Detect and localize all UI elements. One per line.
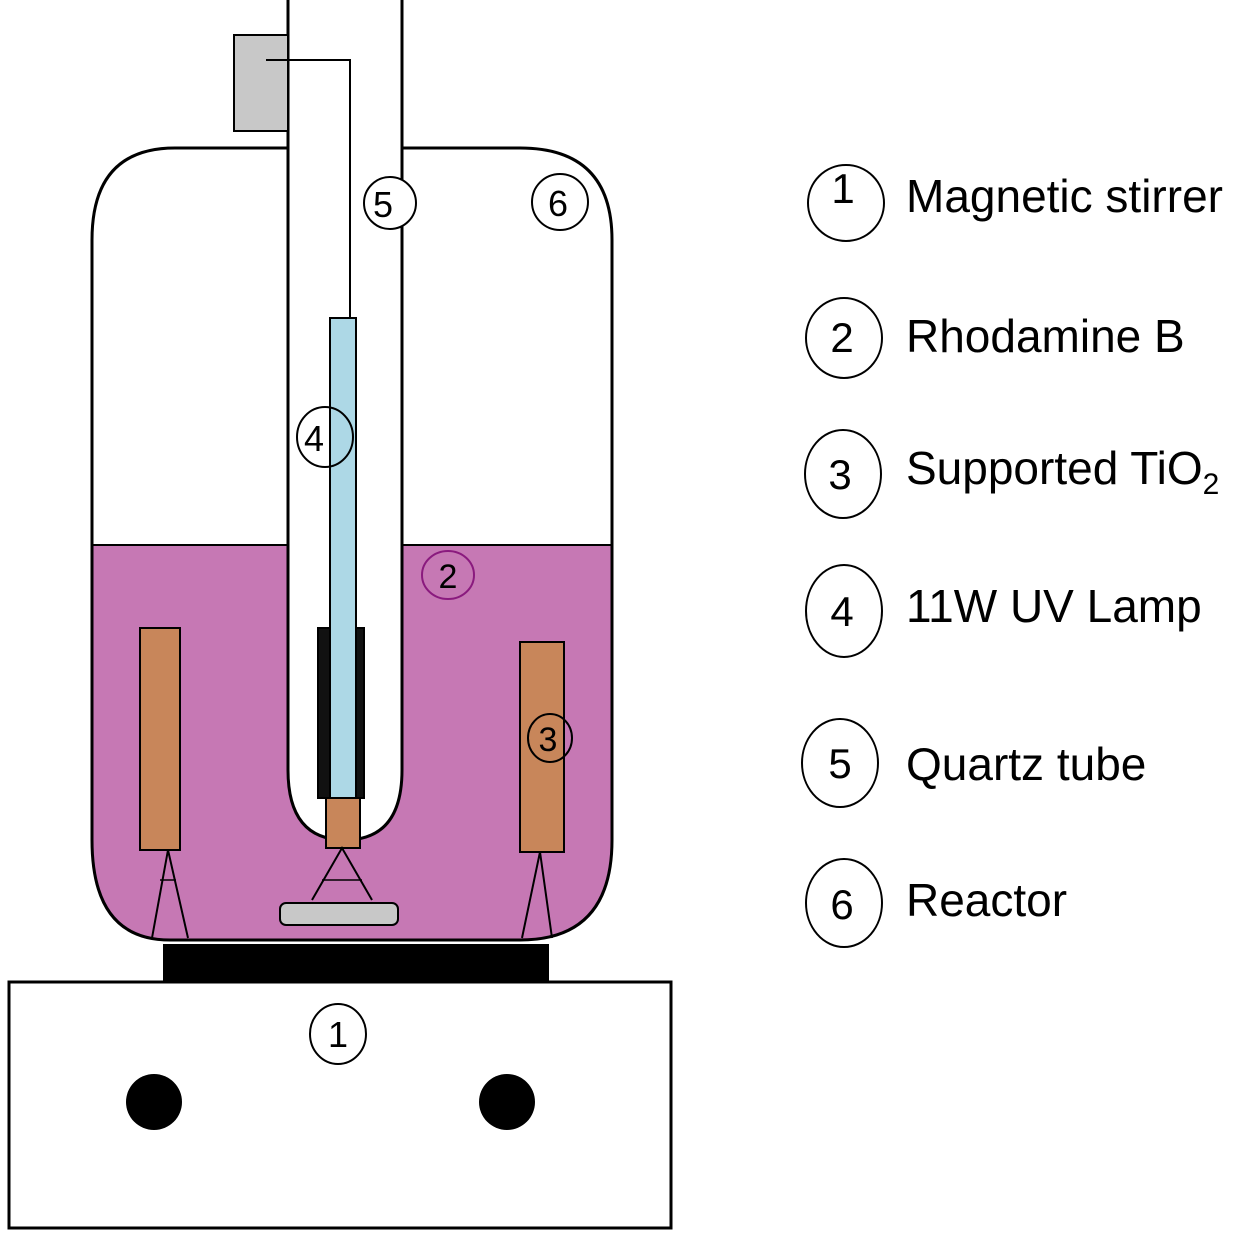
svg-text:1: 1 [328, 1014, 348, 1055]
svg-text:Rhodamine B: Rhodamine B [906, 310, 1185, 362]
legend-item-5: 5 Quartz tube [801, 718, 1146, 808]
catalyst-plate-right [519, 641, 565, 853]
stirrer-knob-left [126, 1074, 182, 1130]
catalyst-plate-left [139, 627, 181, 851]
callout-catalyst: 3 [527, 713, 573, 763]
svg-text:4: 4 [304, 418, 324, 459]
connector-box [233, 34, 289, 132]
stir-bar [279, 902, 399, 926]
uv-lamp-cap [325, 797, 361, 849]
legend-item-6: 6 Reactor [805, 858, 1067, 948]
svg-text:Quartz tube: Quartz tube [906, 738, 1146, 790]
svg-text:11W UV Lamp: 11W UV Lamp [906, 580, 1202, 632]
lamp-wire [266, 59, 351, 318]
svg-text:3: 3 [828, 451, 851, 498]
legend-item-1: 1 Magnetic stirrer [807, 164, 1223, 242]
callout-quartz: 5 [363, 176, 417, 230]
uv-lamp [329, 317, 357, 799]
callout-reactor: 6 [531, 173, 589, 231]
svg-text:3: 3 [539, 721, 558, 759]
legend-text-3: Supported TiO2 [906, 442, 1219, 501]
callout-lamp: 4 [296, 406, 354, 468]
svg-text:Magnetic stirrer: Magnetic stirrer [906, 170, 1223, 222]
svg-text:4: 4 [830, 588, 853, 635]
legend-item-2: 2 Rhodamine B [805, 297, 1185, 379]
callout-solution: 2 [421, 550, 475, 600]
legend: 1 Magnetic stirrer 2 Rhodamine B 3 Suppo… [801, 164, 1223, 948]
legend-item-3: 3 Supported TiO2 [804, 429, 1219, 519]
svg-text:1: 1 [831, 165, 854, 212]
stirrer-knob-right [479, 1074, 535, 1130]
svg-text:2: 2 [830, 314, 853, 361]
reactor-vessel [90, 146, 614, 942]
callout-stirrer: 1 [309, 1003, 367, 1065]
support-legs-left [151, 849, 189, 939]
svg-text:6: 6 [548, 183, 568, 224]
svg-text:5: 5 [828, 740, 851, 787]
svg-text:5: 5 [373, 184, 393, 225]
svg-text:6: 6 [830, 881, 853, 928]
stirrer-plate [163, 944, 549, 982]
legend-item-4: 4 11W UV Lamp [805, 564, 1202, 658]
support-legs-right [521, 851, 553, 939]
support-legs-center [311, 845, 373, 901]
svg-text:Reactor: Reactor [906, 874, 1067, 926]
svg-text:2: 2 [439, 558, 458, 596]
